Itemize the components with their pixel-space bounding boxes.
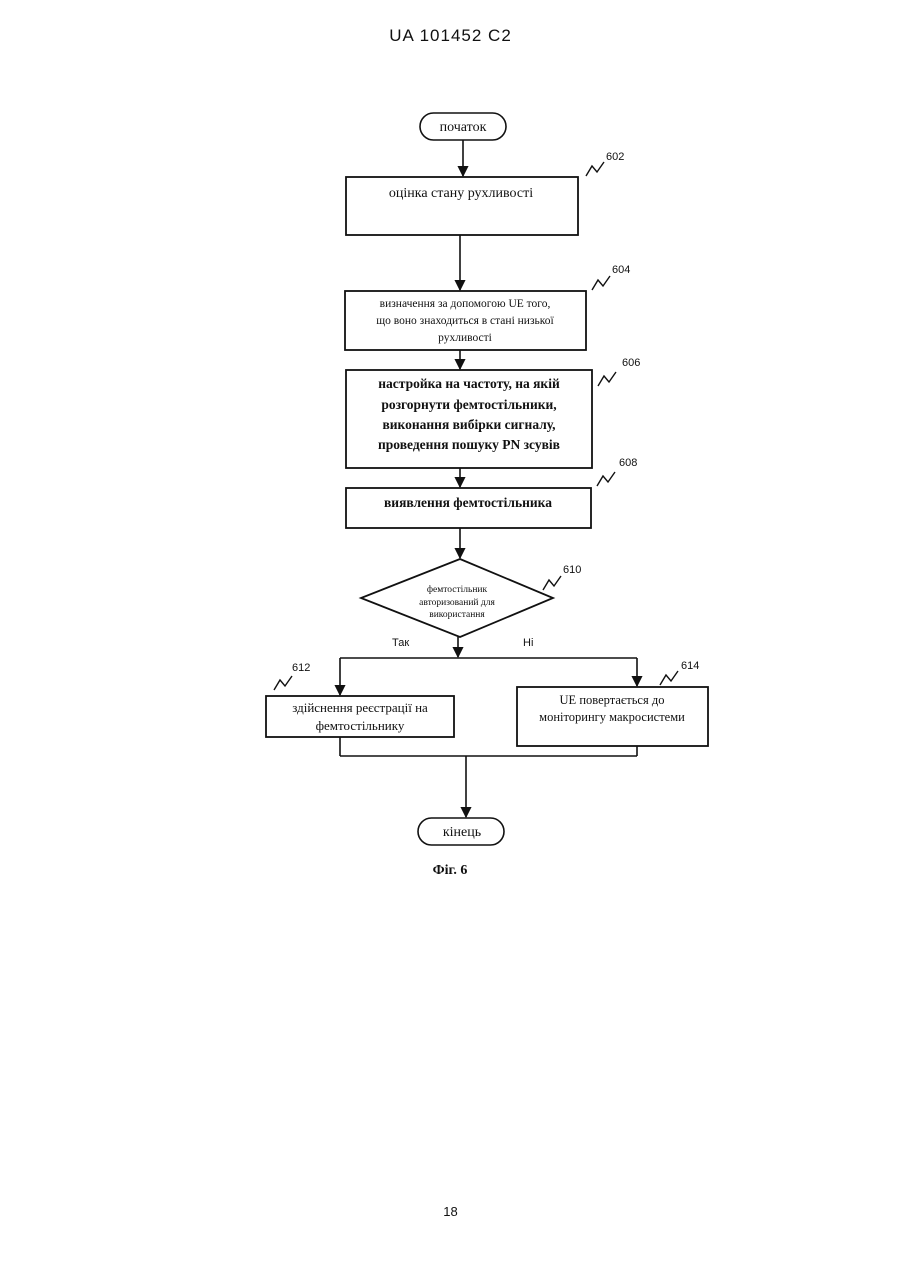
step-606-line-1: настройка на частоту, на якій: [378, 376, 560, 391]
figure-caption: Фіг. 6: [433, 863, 468, 878]
decision-610-line-3: використання: [429, 610, 485, 620]
ref-604: 604: [612, 264, 630, 276]
ref-leader-608: [597, 472, 615, 486]
page-number: 18: [0, 1204, 901, 1219]
step-612-line-1: здійснення реєстрації на: [292, 700, 428, 715]
step-604-line-1: визначення за допомогою UE того,: [380, 298, 551, 310]
ref-leader-604: [592, 276, 610, 290]
step-602-label: оцінка стану рухливості: [389, 186, 533, 201]
step-614-line-1: UE повертається до: [560, 693, 665, 707]
step-604-line-2: що воно знаходиться в стані низької: [376, 315, 554, 327]
step-604-line-3: рухливості: [438, 332, 492, 344]
ref-leader-612: [274, 676, 292, 690]
step-606-line-4: проведення пошуку PN зсувів: [378, 437, 560, 452]
ref-leader-602: [586, 162, 604, 176]
ref-leader-606: [598, 372, 616, 386]
ref-610: 610: [563, 564, 581, 576]
step-614-line-2: моніторингу макросистеми: [539, 710, 685, 724]
step-608-label: виявлення фемтостільника: [384, 495, 552, 510]
ref-608: 608: [619, 457, 637, 469]
ref-602: 602: [606, 151, 624, 163]
ref-leader-614: [660, 671, 678, 685]
ref-614: 614: [681, 660, 699, 672]
decision-yes-label: Так: [392, 637, 409, 649]
ref-606: 606: [622, 357, 640, 369]
step-606-line-3: виконання вибірки сигналу,: [382, 417, 555, 432]
end-label: кінець: [443, 825, 481, 840]
ref-612: 612: [292, 662, 310, 674]
step-612-line-2: фемтостільнику: [316, 718, 405, 733]
start-label: початок: [440, 120, 487, 135]
ref-leader-610: [543, 576, 561, 590]
decision-no-label: Ні: [523, 637, 533, 649]
step-606-line-2: розгорнути фемтостільники,: [381, 397, 556, 412]
decision-610-line-1: фемтостільник: [427, 584, 488, 595]
decision-610-line-2: авторизований для: [419, 597, 495, 608]
